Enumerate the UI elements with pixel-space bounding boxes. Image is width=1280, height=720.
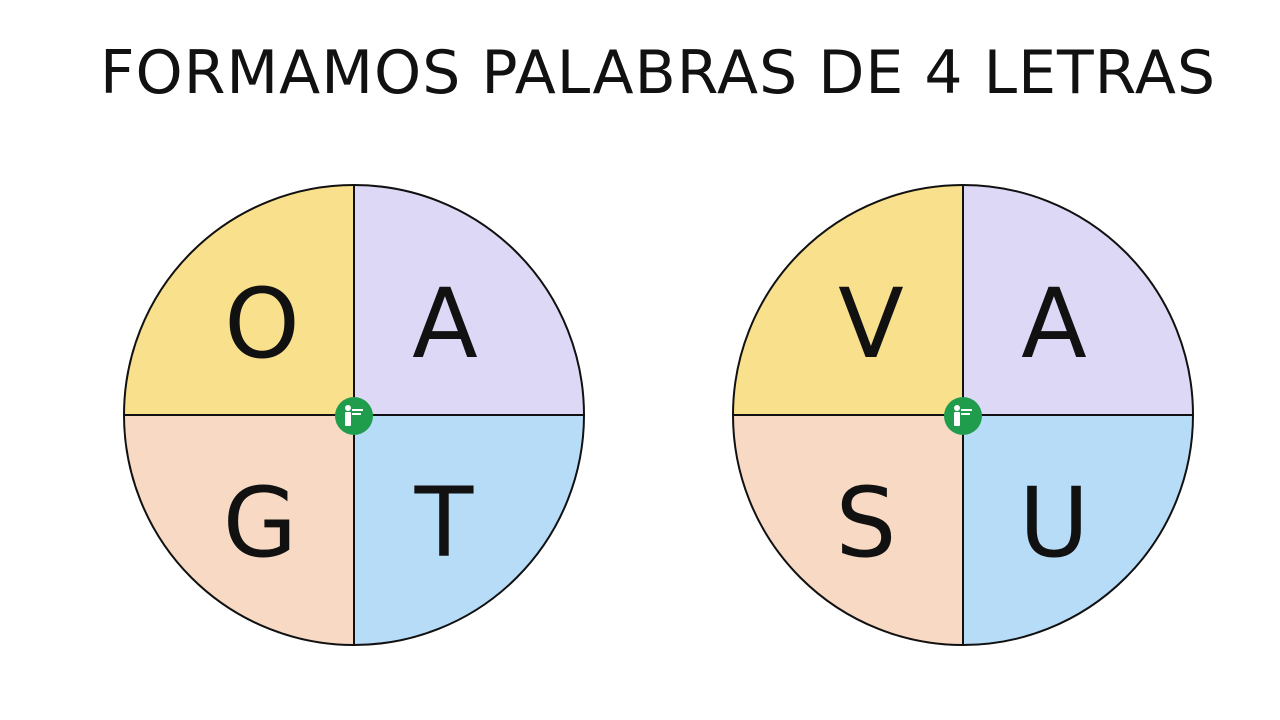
wheel-2-quadrant-top-left <box>733 185 963 415</box>
wheel-1-quadrant-top-right <box>354 185 584 415</box>
letter-wheel-2: V A S U <box>732 184 1194 646</box>
wheel-1-letter-bottom-left: G <box>223 467 297 579</box>
wheel-2-quadrant-top-right <box>963 185 1193 415</box>
wheel-1-letter-top-right: A <box>412 268 478 380</box>
letter-wheel-1: O A G T <box>123 184 585 646</box>
wheel-1-letter-bottom-right: T <box>414 467 474 579</box>
pencil-logo-icon <box>944 397 982 435</box>
wheel-2-quadrant-bottom-left <box>733 415 963 645</box>
page-title: FORMAMOS PALABRAS DE 4 LETRAS <box>99 38 1217 108</box>
wheel-2-letter-bottom-right: U <box>1019 467 1089 579</box>
wheel-2-quadrant-bottom-right <box>963 415 1193 645</box>
wheel-1-quadrant-top-left <box>124 185 354 415</box>
wheel-2-letter-bottom-left: S <box>836 467 897 579</box>
wheel-2-letter-top-left: V <box>838 268 904 380</box>
pencil-logo-icon <box>335 397 373 435</box>
wheel-1-letter-top-left: O <box>224 268 300 380</box>
wheel-2-letter-top-right: A <box>1021 268 1087 380</box>
wheel-1-quadrant-bottom-right <box>354 415 584 645</box>
title-area: FORMAMOS PALABRAS DE 4 LETRAS <box>0 0 1280 140</box>
wheel-1-quadrant-bottom-left <box>124 415 354 645</box>
